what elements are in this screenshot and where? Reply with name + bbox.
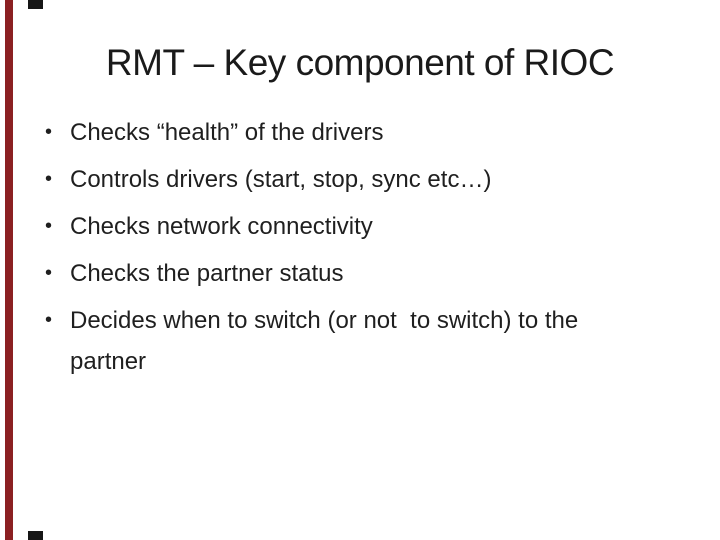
bullet-item: • Checks “health” of the drivers [45, 112, 650, 153]
bullet-text: Controls drivers (start, stop, sync etc…… [70, 166, 492, 193]
bullet-item: • Decides when to switch (or not to swit… [45, 300, 650, 382]
slide-title: RMT – Key component of RIOC [105, 42, 615, 83]
left-accent-bar [5, 0, 13, 540]
bullet-list: • Checks “health” of the drivers • Contr… [45, 112, 650, 388]
bullet-item: • Checks the partner status [45, 253, 650, 294]
bullet-marker: • [45, 121, 53, 143]
bullet-item: • Checks network connectivity [45, 206, 650, 247]
bullet-text: Checks the partner status [70, 260, 344, 287]
bullet-text: Decides when to switch (or not to switch… [70, 307, 585, 375]
bullet-item: • Controls drivers (start, stop, sync et… [45, 159, 650, 200]
bullet-marker: • [45, 215, 53, 237]
bullet-marker: • [45, 309, 53, 331]
top-edge-mark [28, 0, 43, 9]
bottom-edge-mark [28, 531, 43, 540]
bullet-text: Checks network connectivity [70, 213, 373, 240]
bullet-text: Checks “health” of the drivers [70, 119, 384, 146]
bullet-marker: • [45, 168, 53, 190]
bullet-marker: • [45, 262, 53, 284]
